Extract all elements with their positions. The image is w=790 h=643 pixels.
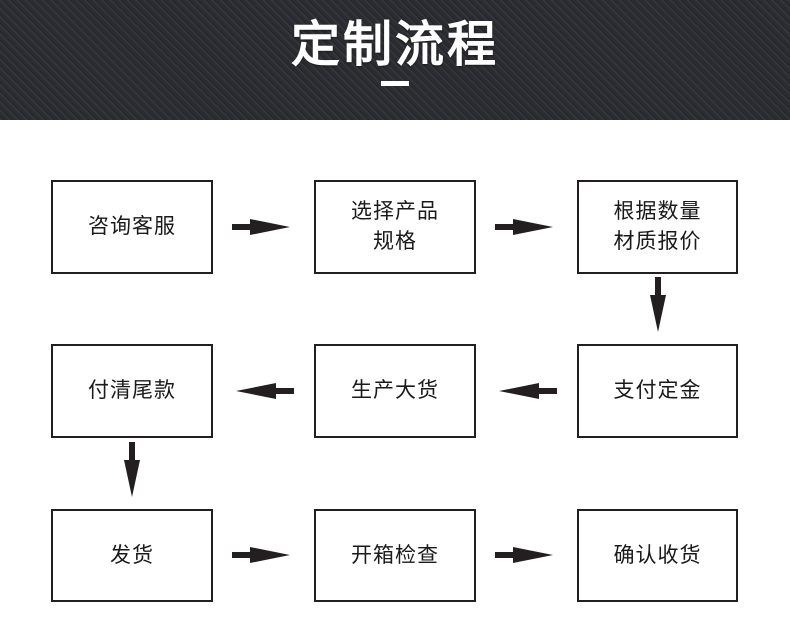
flow-diagram: 咨询客服 选择产品 规格 根据数量 材质报价 — [0, 120, 790, 643]
banner-content: 定制流程 — [0, 0, 790, 120]
flow-node-shipment[interactable]: 发货 — [51, 509, 213, 602]
flow-node-quote-by-quantity-material[interactable]: 根据数量 材质报价 — [577, 180, 738, 274]
arrow-down-quote-to-deposit — [645, 277, 671, 335]
flow-node-confirm-receipt[interactable]: 确认收货 — [577, 509, 738, 602]
arrow-right-select-to-quote — [495, 214, 557, 240]
arrow-left-production-to-balance — [232, 378, 294, 404]
arrow-right-inspection-to-confirm — [495, 542, 557, 568]
page-title: 定制流程 — [290, 18, 499, 72]
flow-node-label: 咨询客服 — [88, 215, 176, 238]
page-header-banner: 定制流程 — [0, 0, 790, 120]
flow-node-label: 选择产品 规格 — [351, 200, 439, 253]
arrow-down-balance-to-shipment — [119, 442, 145, 500]
flow-node-label: 根据数量 材质报价 — [613, 200, 702, 253]
flow-node-label: 支付定金 — [613, 379, 702, 402]
flow-node-pay-deposit[interactable]: 支付定金 — [577, 344, 738, 438]
flow-node-unpacking-inspection[interactable]: 开箱检查 — [314, 509, 476, 602]
flow-node-consult-service[interactable]: 咨询客服 — [51, 180, 213, 274]
title-underline-dash — [381, 81, 409, 86]
flow-node-label: 生产大货 — [351, 379, 439, 402]
arrow-right-consult-to-select — [232, 214, 294, 240]
flow-node-mass-production[interactable]: 生产大货 — [314, 344, 476, 438]
flow-node-select-product-spec[interactable]: 选择产品 规格 — [314, 180, 476, 274]
flow-node-pay-balance[interactable]: 付清尾款 — [51, 344, 213, 438]
arrow-right-shipment-to-inspection — [232, 542, 294, 568]
flow-node-label: 开箱检查 — [351, 543, 439, 567]
arrow-left-deposit-to-production — [495, 378, 557, 404]
flow-node-label: 发货 — [110, 543, 154, 567]
flow-node-label: 确认收货 — [613, 543, 702, 567]
flow-node-label: 付清尾款 — [88, 379, 176, 402]
